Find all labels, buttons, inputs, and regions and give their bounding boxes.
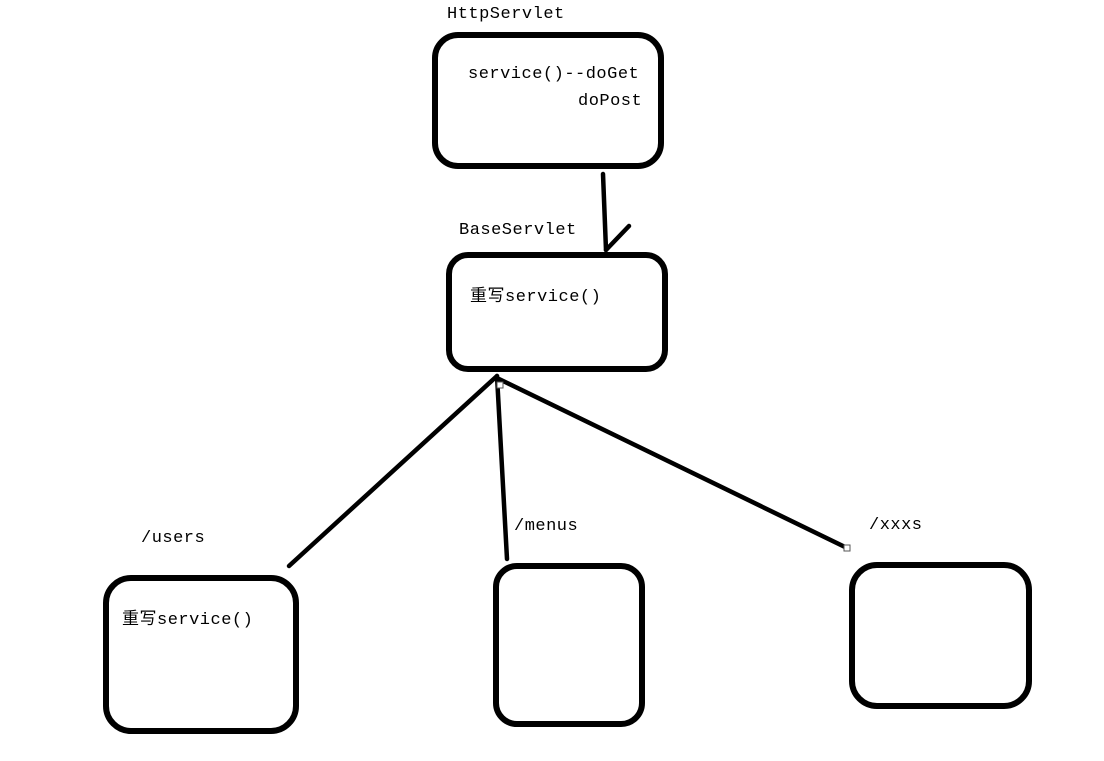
arrowhead-icon xyxy=(603,223,632,253)
node-box-httpservlet[interactable] xyxy=(432,32,664,169)
node-box-baseservlet[interactable] xyxy=(446,252,668,372)
node-box-menus[interactable] xyxy=(493,563,645,727)
node-label-baseservlet: BaseServlet xyxy=(459,221,577,240)
edge-httpservlet-baseservlet[interactable] xyxy=(600,171,609,253)
node-text-baseservlet: 重写service() xyxy=(470,288,602,307)
edge-baseservlet-users[interactable] xyxy=(286,373,500,569)
node-label-xxxs: /xxxs xyxy=(869,516,923,535)
selection-handle-start[interactable] xyxy=(496,381,504,389)
node-text-httpservlet-line1: service()--doGet xyxy=(468,65,640,84)
node-box-users[interactable] xyxy=(103,575,299,734)
node-text-httpservlet-line2: doPost xyxy=(578,92,643,111)
node-label-httpservlet: HttpServlet xyxy=(447,5,565,24)
selection-handle-end[interactable] xyxy=(843,544,851,552)
node-text-users: 重写service() xyxy=(122,611,254,630)
node-label-users: /users xyxy=(141,529,206,548)
edge-baseservlet-menus[interactable] xyxy=(494,373,510,562)
edge-baseservlet-xxxs[interactable] xyxy=(496,376,848,550)
node-box-xxxs[interactable] xyxy=(849,562,1032,709)
node-label-menus: /menus xyxy=(514,517,579,536)
